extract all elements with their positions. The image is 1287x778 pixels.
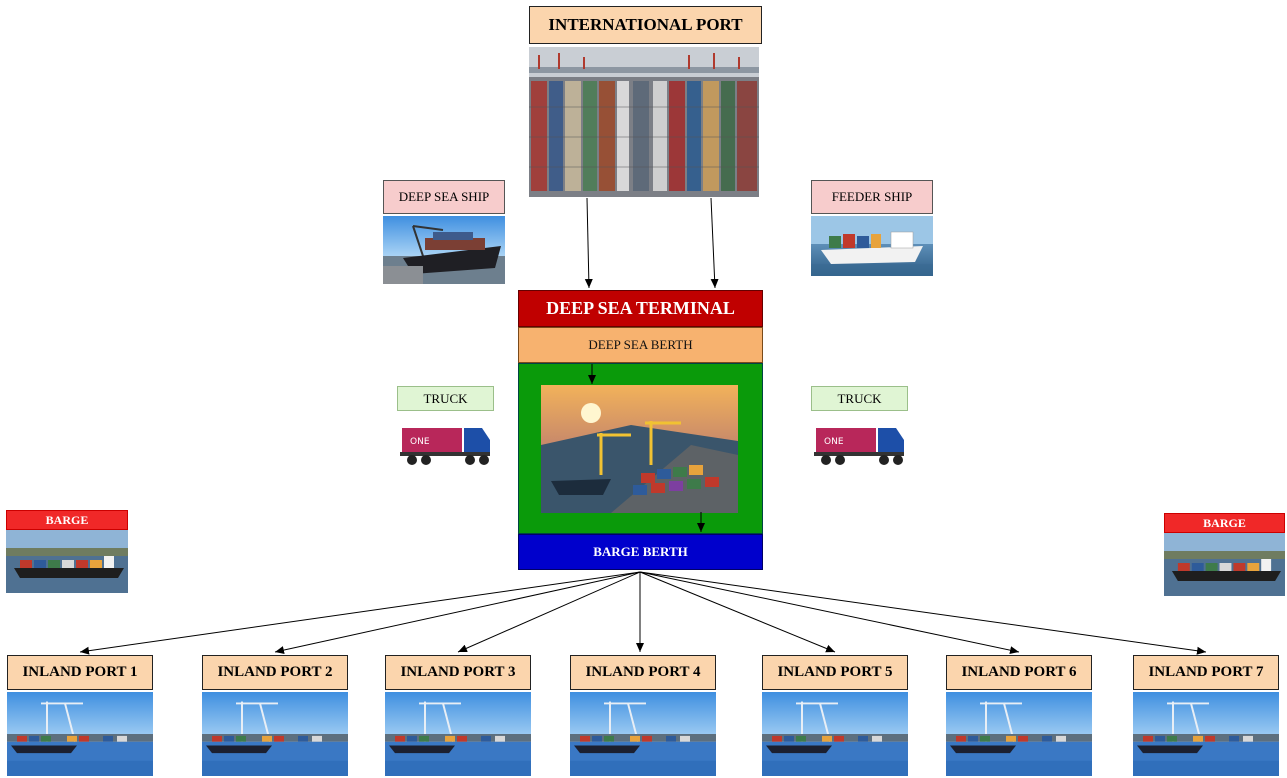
inland-port-4-image [570,692,716,776]
truck-label-left-text: TRUCK [423,390,468,406]
arrow-to-inland-port-6 [639,571,1020,655]
barge-image-right [1164,533,1285,596]
inland-port-3-label: INLAND PORT 3 [385,655,531,690]
inland-port-6-label-text: INLAND PORT 6 [961,664,1077,680]
inland-port-2-label: INLAND PORT 2 [202,655,348,690]
svg-text:ONE: ONE [824,437,844,447]
inland-port-3-image [385,692,531,776]
truck-label-right: TRUCK [811,386,908,411]
arrow-to-inland-port-5 [639,571,836,653]
arrow-port-to-terminal-left [584,197,593,289]
feeder-ship-image [811,216,933,276]
inland-port-2-label-text: INLAND PORT 2 [217,664,333,680]
truck-label-left: TRUCK [397,386,494,411]
inland-port-1-label-text: INLAND PORT 1 [22,664,138,680]
terminal-title: DEEP SEA TERMINAL [518,290,763,327]
deep-sea-ship-image [383,216,505,284]
inland-port-4-label-text: INLAND PORT 4 [585,664,701,680]
deep-sea-ship-label-text: DEEP SEA SHIP [398,189,490,204]
arrow-to-inland-port-7 [639,571,1207,655]
barge-berth-text: BARGE BERTH [593,544,688,559]
truck-image-left: ONE [398,418,494,468]
inland-port-3-label-text: INLAND PORT 3 [400,664,516,680]
arrow-to-inland-port-2 [274,571,641,654]
inland-port-2-image [202,692,348,776]
barge-label-left-text: BARGE [45,512,89,527]
arrow-to-inland-port-3 [457,571,641,653]
truck-image-right: ONE [812,418,908,468]
inland-port-5-image [762,692,908,776]
barge-berth: BARGE BERTH [518,534,763,570]
feeder-ship-label: FEEDER SHIP [811,180,933,214]
deep-sea-berth-text: DEEP SEA BERTH [588,337,693,352]
international-port-label: INTERNATIONAL PORT [529,6,762,44]
barge-label-right-text: BARGE [1203,515,1246,530]
inland-port-1-image [7,692,153,776]
international-port-label-text: INTERNATIONAL PORT [548,15,743,34]
inland-port-6-image [946,692,1092,776]
deep-sea-ship-label: DEEP SEA SHIP [383,180,505,214]
inland-port-7-label: INLAND PORT 7 [1133,655,1279,690]
barge-image-left [6,530,128,593]
inland-port-7-image [1133,692,1279,776]
deep-sea-berth: DEEP SEA BERTH [518,327,763,363]
arrow-to-inland-port-1 [79,571,641,655]
inland-port-1-label: INLAND PORT 1 [7,655,153,690]
barge-label-right: BARGE [1164,513,1285,533]
inland-port-5-label-text: INLAND PORT 5 [777,664,893,680]
terminal-title-text: DEEP SEA TERMINAL [546,298,735,318]
inland-port-7-label-text: INLAND PORT 7 [1148,664,1264,680]
inland-port-4-label: INLAND PORT 4 [570,655,716,690]
barge-berth-to-inland-arrows [79,571,1207,655]
terminal-image [541,385,738,513]
feeder-ship-label-text: FEEDER SHIP [831,189,913,204]
svg-text:ONE: ONE [410,437,430,447]
inland-port-5-label: INLAND PORT 5 [762,655,908,690]
inland-port-6-label: INLAND PORT 6 [946,655,1092,690]
truck-label-right-text: TRUCK [837,390,882,406]
international-port-image [529,47,759,197]
barge-label-left: BARGE [6,510,128,530]
arrow-port-to-terminal-right [710,197,719,289]
